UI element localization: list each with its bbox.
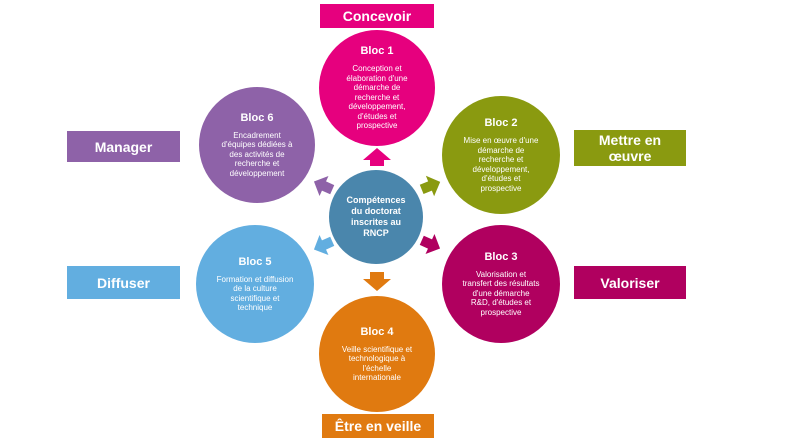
bloc-1-circle: Bloc 1 Conception et élaboration d'une d… bbox=[319, 30, 435, 146]
bloc-6-circle: Bloc 6 Encadrement d'équipes dédiées à d… bbox=[199, 87, 315, 203]
bloc-3-title: Bloc 3 bbox=[484, 250, 518, 263]
bloc-2-title: Bloc 2 bbox=[484, 117, 518, 129]
bloc-1-desc: Conception et élaboration d'une démarche… bbox=[346, 64, 408, 131]
bloc-6-title: Bloc 6 bbox=[240, 111, 274, 124]
label-manager: Manager bbox=[67, 131, 180, 162]
bloc-2-desc: Mise en œuvre d'une démarche de recherch… bbox=[463, 136, 539, 193]
arrow-bloc5-icon bbox=[313, 234, 335, 256]
label-mettre-en-oeuvre: Mettre en œuvre bbox=[574, 130, 686, 166]
arrow-up-icon bbox=[363, 148, 391, 166]
bloc-4-title: Bloc 4 bbox=[360, 325, 394, 338]
arrow-bloc3-icon bbox=[419, 233, 441, 255]
bloc-2-circle: Bloc 2 Mise en œuvre d'une démarche de r… bbox=[442, 96, 560, 214]
bloc-1-title: Bloc 1 bbox=[360, 45, 394, 58]
label-diffuser: Diffuser bbox=[67, 266, 180, 299]
arrow-bloc2-icon bbox=[419, 175, 441, 197]
bloc-5-title: Bloc 5 bbox=[238, 255, 272, 268]
arrow-down-icon bbox=[363, 272, 391, 291]
bloc-6-desc: Encadrement d'équipes dédiées à des acti… bbox=[221, 130, 293, 178]
center-circle: Compétences du doctorat inscrites au RNC… bbox=[329, 170, 423, 264]
label-etre-en-veille: Être en veille bbox=[322, 414, 434, 438]
label-concevoir: Concevoir bbox=[320, 4, 434, 28]
bloc-4-desc: Veille scientifique et technologique à l… bbox=[341, 344, 413, 383]
label-valoriser: Valoriser bbox=[574, 266, 686, 299]
bloc-4-circle: Bloc 4 Veille scientifique et technologi… bbox=[319, 296, 435, 412]
bloc-5-circle: Bloc 5 Formation et diffusion de la cult… bbox=[196, 225, 314, 343]
arrow-bloc6-icon bbox=[313, 175, 335, 197]
center-text: Compétences du doctorat inscrites au RNC… bbox=[346, 195, 406, 238]
bloc-3-desc: Valorisation et transfert des résultats … bbox=[462, 269, 540, 317]
bloc-3-circle: Bloc 3 Valorisation et transfert des rés… bbox=[442, 225, 560, 343]
bloc-5-desc: Formation et diffusion de la culture sci… bbox=[216, 274, 294, 313]
